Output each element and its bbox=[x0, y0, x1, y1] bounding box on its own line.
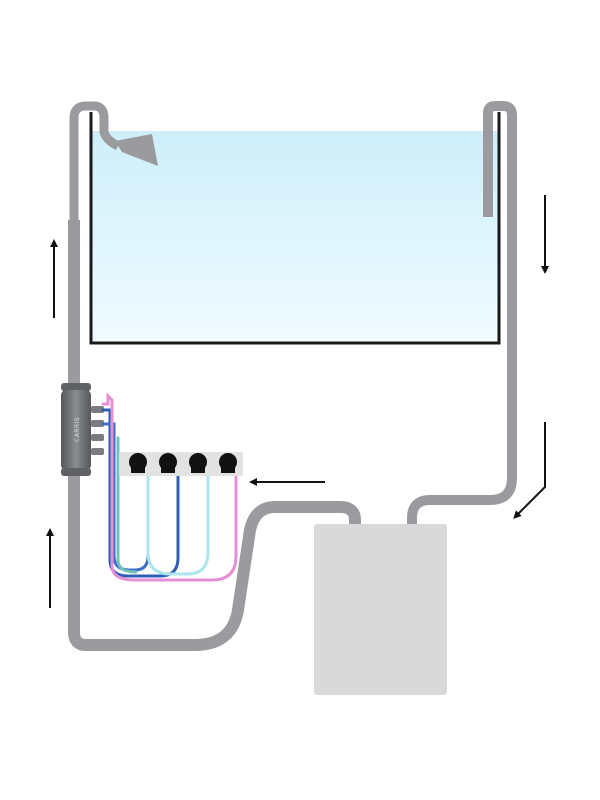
tube-teal-loop bbox=[146, 470, 210, 576]
pump-head-1 bbox=[129, 453, 147, 473]
reactor: CARRIS bbox=[61, 383, 104, 476]
reactor-port-3 bbox=[91, 434, 104, 441]
reactor-brand-label: CARRIS bbox=[74, 417, 81, 442]
tube-green bbox=[116, 436, 138, 574]
reactor-cap-bottom bbox=[61, 468, 91, 476]
reactor-cap-top bbox=[61, 383, 91, 391]
flow-arrows bbox=[46, 195, 549, 608]
dosing-pumps bbox=[119, 452, 243, 476]
pump-head-4 bbox=[219, 453, 237, 473]
tank-outline bbox=[89, 112, 501, 345]
reactor-port-1 bbox=[91, 406, 104, 413]
reactor-port-2 bbox=[91, 420, 104, 427]
tank-water bbox=[91, 131, 499, 343]
pump-head-3 bbox=[189, 453, 207, 473]
aquarium-tank bbox=[89, 112, 501, 345]
sump bbox=[314, 524, 447, 695]
reactor-port-4 bbox=[91, 448, 104, 455]
return-pipe-top bbox=[69, 101, 121, 220]
reactor-body bbox=[61, 390, 91, 470]
dosing-tubes bbox=[101, 392, 238, 582]
tube-blue-2 bbox=[101, 422, 150, 572]
tube-blue bbox=[101, 408, 180, 578]
tube-pink bbox=[101, 392, 238, 582]
pump-panel bbox=[119, 452, 243, 476]
overflow-pipe bbox=[407, 101, 517, 528]
arrow-down-left-corner-icon bbox=[513, 422, 546, 519]
return-pipe bbox=[68, 220, 361, 651]
return-nozzle bbox=[115, 134, 158, 166]
pump-head-2 bbox=[159, 453, 177, 473]
